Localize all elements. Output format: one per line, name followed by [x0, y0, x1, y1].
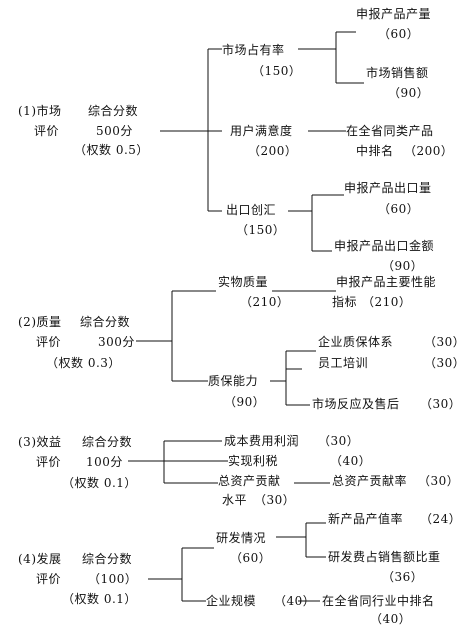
leaf-label: 申报产品出口量	[344, 181, 432, 195]
score-label: 综合分数	[80, 315, 131, 329]
node-value: （150）	[252, 64, 302, 78]
score-label: 综合分数	[82, 435, 133, 449]
root-subtitle: 评价	[36, 455, 62, 469]
node-label: 出口创汇	[226, 203, 277, 217]
node-label: 企业规模	[206, 594, 257, 608]
leaf-label: 在全省同类产品	[346, 124, 434, 138]
node-value: （200）	[248, 144, 298, 158]
weight: （权数 0.5）	[74, 143, 149, 157]
node-value: （90）	[224, 395, 266, 409]
leaf-value: （90）	[382, 259, 424, 273]
leaf-label: 市场销售额	[366, 66, 429, 80]
node-label: 市场占有率	[222, 43, 285, 57]
score-value: 300分	[98, 335, 135, 349]
weight: （权数 0.1）	[62, 592, 137, 606]
root-subtitle: 评价	[36, 335, 62, 349]
node-label: 用户满意度	[230, 124, 293, 138]
leaf-label: 市场反应及售后	[312, 397, 400, 411]
leaf-value: （40）	[370, 612, 412, 626]
leaf-value: （90）	[388, 86, 430, 100]
node-label: 实物质量	[218, 275, 269, 289]
score-value: （100）	[88, 572, 138, 586]
leaf-value: （30）	[424, 335, 466, 349]
score-label: 综合分数	[82, 552, 133, 566]
root-subtitle: 评价	[34, 124, 60, 138]
root-label: (4)发展	[18, 552, 62, 566]
leaf-value: （30）	[420, 397, 462, 411]
node-label: 实现利税	[228, 454, 279, 468]
leaf-value: （60）	[378, 27, 420, 41]
leaf-value: （60）	[378, 202, 420, 216]
leaf-label-cont: 中排名	[356, 144, 394, 158]
leaf-value: （30）	[418, 474, 460, 488]
node-value: （30）	[318, 434, 360, 448]
score-value: 100分	[86, 455, 123, 469]
node-label-cont: 水平	[222, 493, 248, 507]
score-value: 500分	[96, 124, 133, 138]
weight: （权数 0.1）	[62, 476, 137, 490]
root-label: (1)市场	[18, 104, 62, 118]
leaf-value: （30）	[424, 356, 466, 370]
score-label: 综合分数	[88, 104, 139, 118]
node-value: （40）	[274, 594, 316, 608]
leaf-label: 申报产品主要性能	[336, 275, 437, 289]
leaf-label: 新产品产值率	[328, 512, 404, 526]
leaf-value: （200）	[404, 144, 454, 158]
leaf-label: 申报产品出口金额	[334, 239, 435, 253]
node-value: （60）	[230, 551, 272, 565]
node-label: 成本费用利润	[224, 434, 300, 448]
node-label: 总资产贡献	[218, 474, 281, 488]
node-value: （30）	[254, 493, 296, 507]
leaf-value: （36）	[382, 570, 424, 584]
leaf-value: （24）	[420, 512, 462, 526]
leaf-label: 研发费占销售额比重	[328, 550, 441, 564]
leaf-label: 员工培训	[318, 356, 369, 370]
leaf-label-cont: 指标	[332, 295, 358, 309]
weight: （权数 0.3）	[46, 356, 121, 370]
leaf-label: 总资产贡献率	[332, 474, 408, 488]
root-subtitle: 评价	[36, 572, 62, 586]
root-label: (3)效益	[18, 435, 62, 449]
node-value: （40）	[330, 454, 372, 468]
leaf-label: 申报产品产量	[356, 7, 432, 21]
leaf-label: 在全省同行业中排名	[322, 594, 435, 608]
leaf-value: （210）	[362, 295, 412, 309]
node-label: 研发情况	[216, 531, 267, 545]
root-label: (2)质量	[18, 315, 62, 329]
leaf-label: 企业质保体系	[318, 335, 394, 349]
node-value: （210）	[240, 295, 290, 309]
node-label: 质保能力	[208, 374, 259, 388]
node-value: （150）	[236, 223, 286, 237]
